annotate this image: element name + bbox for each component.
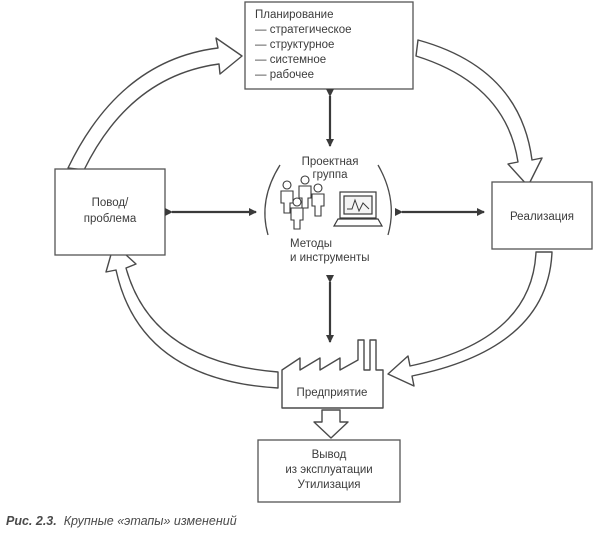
planning-item-operational: — рабочее — [255, 69, 314, 81]
decommission-box — [257, 439, 401, 503]
people-icon — [280, 175, 325, 230]
planning-item-system: — системное — [255, 54, 326, 66]
realization-label: Реализация — [510, 211, 574, 223]
decommission-line-2: из эксплуатации — [285, 464, 372, 476]
decommission-line-3: Утилизация — [297, 479, 360, 491]
factory-icon — [281, 339, 384, 409]
cause-box — [54, 168, 166, 256]
methods-line-2: и инструменты — [290, 252, 369, 264]
cause-line-1: Повод/ — [92, 197, 129, 209]
project-group-line-1: Проектная — [302, 156, 359, 168]
planning-item-structural: — структурное — [255, 39, 334, 51]
center-hub: Проектная группа Методы и инструменты — [264, 156, 392, 264]
arrow-enterprise-decommission — [313, 409, 349, 439]
figure-number: Рис. 2.3. — [6, 514, 57, 528]
cause-line-2: проблема — [84, 213, 137, 225]
figure-caption: Рис. 2.3. Крупные «этапы» изменений — [6, 514, 237, 528]
planning-title: Планирование — [255, 9, 333, 21]
cycle-arrow-to-realization — [415, 39, 543, 187]
project-group-line-2: группа — [312, 169, 348, 181]
realization-box — [491, 181, 593, 250]
enterprise-label: Предприятие — [297, 387, 368, 399]
methods-line-1: Методы — [290, 238, 332, 250]
decommission-line-1: Вывод — [312, 449, 347, 461]
cycle-arrow-to-cause — [105, 243, 279, 389]
laptop-icon — [332, 191, 384, 227]
figure-title: Крупные «этапы» изменений — [63, 514, 237, 528]
cycle-arrow-to-enterprise — [387, 251, 553, 387]
planning-box — [244, 1, 414, 90]
planning-item-strategic: — стратегическое — [255, 24, 352, 36]
cycle-arrow-to-planning — [67, 37, 243, 171]
